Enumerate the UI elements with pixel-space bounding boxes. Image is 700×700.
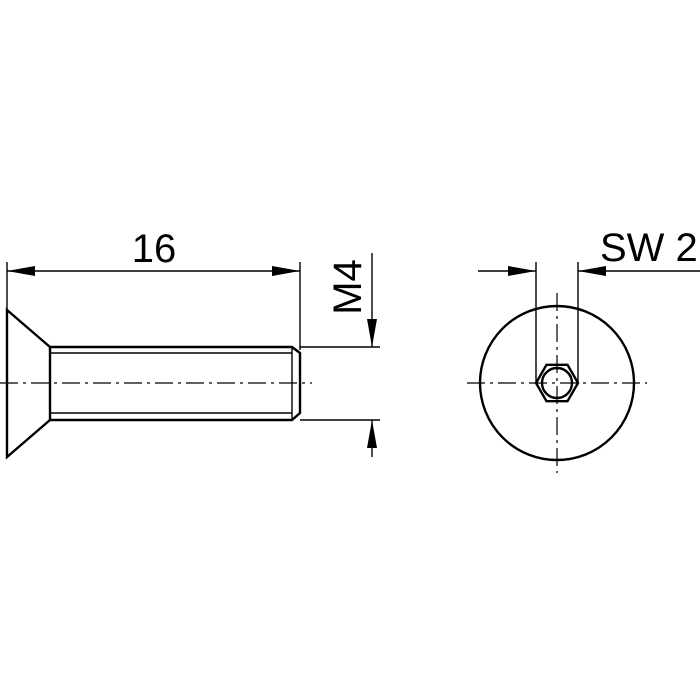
thread-arrow-top [367,319,377,347]
screw-end-view [467,293,647,473]
thread-arrow-bottom [367,420,377,448]
length-label: 16 [132,227,177,271]
thread-label: M4 [326,259,370,315]
screw-side-view [0,307,312,460]
length-arrow-left [7,266,35,276]
length-dimension: 16 [6,227,301,350]
screw-shank [50,345,302,422]
thread-dimension: M4 [300,253,380,457]
wrench-dimension: SW 2 [478,226,700,383]
wrench-label: SW 2 [600,226,698,270]
wrench-arrow-left [508,266,536,276]
wrench-arrow-right [578,266,606,276]
length-arrow-right [272,266,300,276]
